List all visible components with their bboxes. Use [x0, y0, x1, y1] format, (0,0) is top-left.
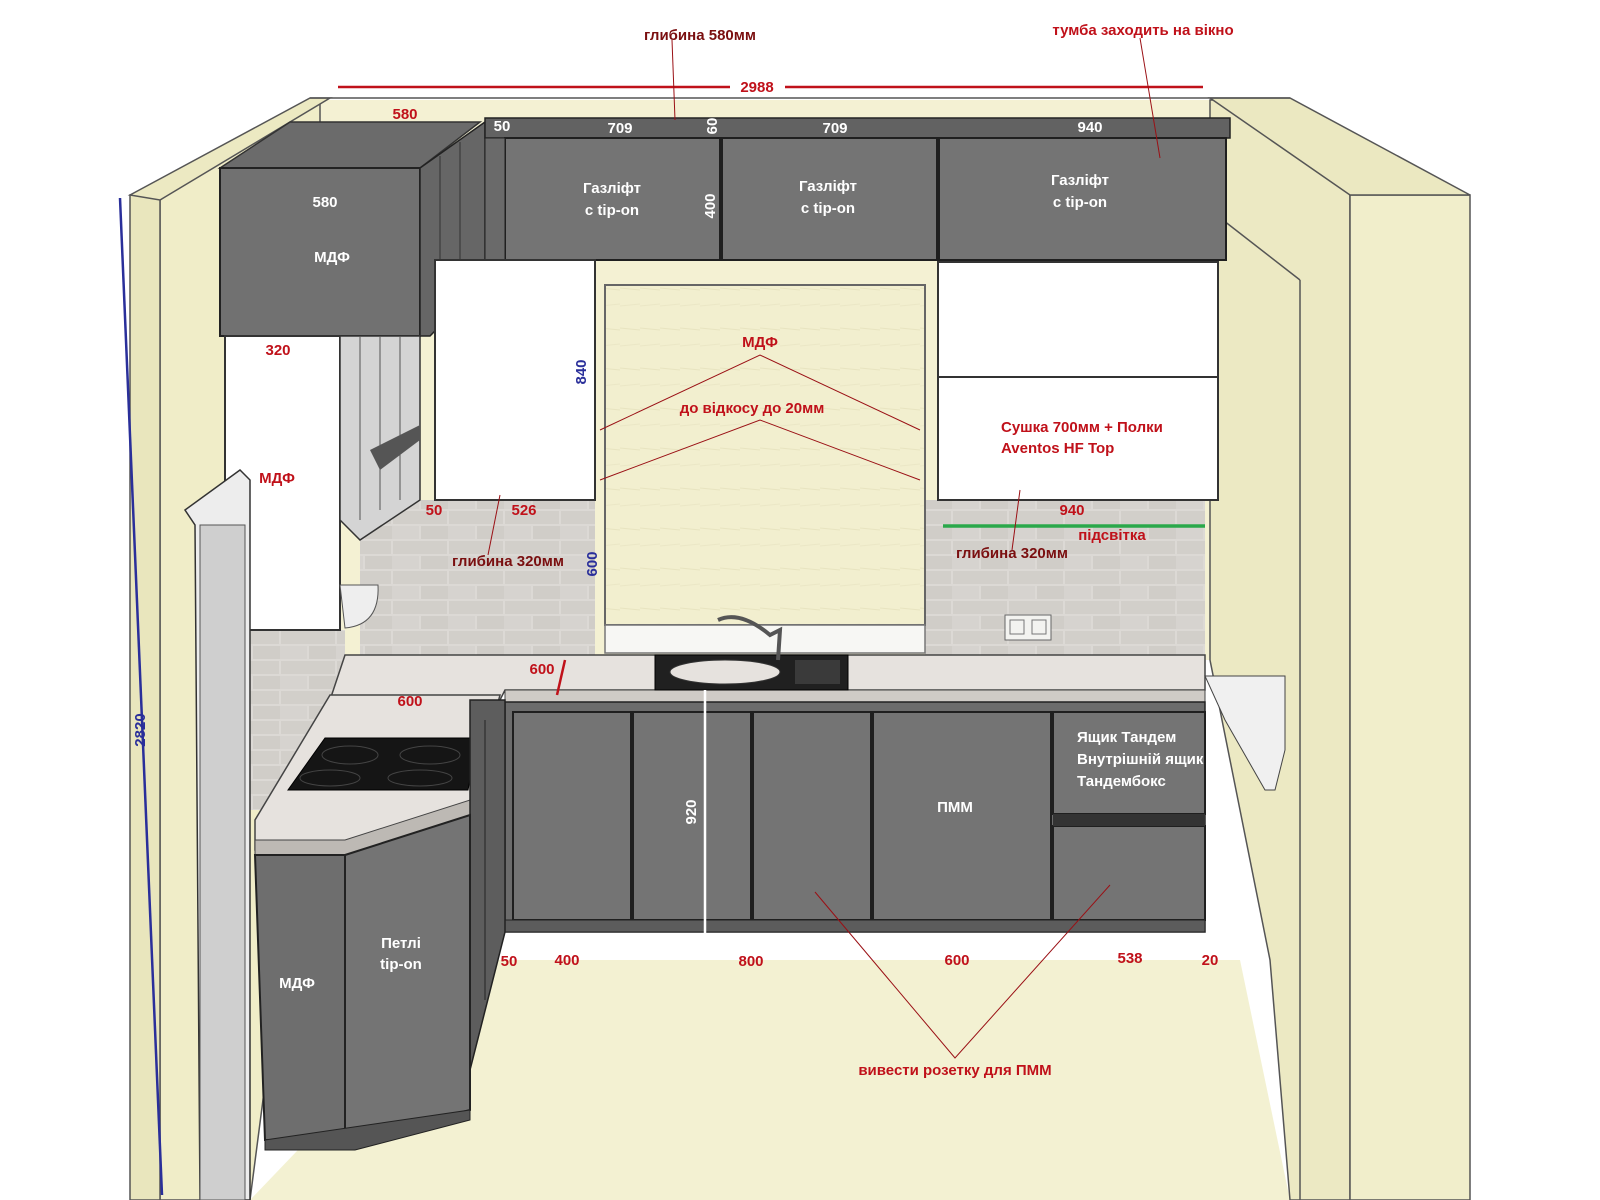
- gaslift-cab-2: [721, 137, 938, 261]
- base-door-dw: [872, 711, 1052, 921]
- base-drawer-top: [1052, 711, 1206, 815]
- dim-base-538: 538: [1117, 950, 1142, 967]
- height-line: [118, 197, 164, 1196]
- label-mdf-left-wall: МДФ: [259, 470, 295, 487]
- dim-top-60: 60: [704, 118, 721, 135]
- base-door-2: [632, 711, 752, 921]
- oven-column: [469, 699, 506, 1071]
- base-drawer-bottom: [1052, 825, 1206, 921]
- dim-top-709-a: 709: [607, 120, 632, 137]
- label-dishwasher: ПММ: [937, 799, 973, 816]
- slope-note: до відкосу до 20мм: [680, 400, 825, 417]
- upper-white-left: [434, 259, 596, 501]
- dim-top-580-b: 580: [312, 194, 337, 211]
- dim-upper-840: 840: [573, 359, 590, 384]
- tandem-line3: Тандембокс: [1077, 773, 1166, 790]
- tandem-line2: Внутрішній ящик: [1077, 751, 1204, 768]
- upper-cabinets: [217, 117, 1231, 631]
- depth-right-note: глибина 320мм: [956, 545, 1068, 562]
- dim-side-320: 320: [265, 342, 290, 359]
- dim-top-940: 940: [1077, 119, 1102, 136]
- countertop: [254, 615, 1286, 856]
- window: [604, 284, 926, 626]
- dim-base-20: 20: [1202, 952, 1219, 969]
- upper-band: [484, 117, 1231, 139]
- tile-left: [360, 500, 595, 655]
- dim-total-width: 2988: [740, 79, 773, 96]
- dim-counter-600-b: 600: [397, 693, 422, 710]
- dim-counter-600-a: 600: [529, 661, 554, 678]
- label-mdf-bottom: МДФ: [279, 975, 315, 992]
- depth-left-note: глибина 320мм: [452, 553, 564, 570]
- dryer-note-line2: Aventos HF Top: [1001, 440, 1114, 457]
- dim-upper-400: 400: [702, 193, 719, 218]
- hinges-line1: Петлі: [381, 935, 421, 952]
- dimension-lines: [118, 37, 1205, 1196]
- right-shelf: [1204, 675, 1286, 791]
- gaslift-3-line1: Газліфт: [1051, 172, 1109, 189]
- dim-mid-526: 526: [511, 502, 536, 519]
- counter-600-tick: [555, 659, 567, 696]
- dim-top-580-a: 580: [392, 106, 417, 123]
- dim-base-800: 800: [738, 953, 763, 970]
- dim-right-940: 940: [1059, 502, 1084, 519]
- dim-base-600: 600: [944, 952, 969, 969]
- dim-top-709-b: 709: [822, 120, 847, 137]
- tile-right: [925, 500, 1205, 655]
- dim-height-2820: 2820: [132, 713, 149, 746]
- socket-box: [1004, 614, 1052, 641]
- upper-white-right-top: [937, 261, 1219, 378]
- label-mdf-window: МДФ: [742, 334, 778, 351]
- lighting-note: підсвітка: [1078, 527, 1146, 544]
- gaslift-cab-1: [504, 137, 721, 261]
- cooktop: [287, 737, 479, 791]
- gaslift-1-line1: Газліфт: [583, 180, 641, 197]
- hinges-line2: tip-on: [380, 956, 422, 973]
- base-cabinets: [253, 699, 1206, 1151]
- dim-base-920: 920: [683, 799, 700, 824]
- gaslift-1-line2: с tip-on: [585, 202, 639, 219]
- base-door-3: [752, 711, 872, 921]
- left-base-2: [344, 813, 471, 1141]
- dim-base-50: 50: [501, 953, 518, 970]
- base-door-1: [512, 711, 632, 921]
- dim-base-400: 400: [554, 952, 579, 969]
- window-note: тумба заходить на вікно: [1052, 22, 1233, 39]
- socket-note: вивести розетку для ПММ: [858, 1062, 1051, 1079]
- gaslift-cab-3: [938, 137, 1227, 261]
- left-base-1: [253, 854, 346, 1141]
- gaslift-3-line2: с tip-on: [1053, 194, 1107, 211]
- upper-left-front: [219, 167, 421, 337]
- labels: глибина 580мм тумба заходить на вікно 29…: [132, 22, 1234, 1079]
- upper-white-right: [937, 376, 1219, 501]
- right-wall-outer: [1349, 194, 1471, 1200]
- depth-top-note: глибина 580мм: [644, 27, 756, 44]
- gaslift-2-line1: Газліфт: [799, 178, 857, 195]
- left-tall-unit: [183, 469, 251, 1200]
- gaslift-2-line2: с tip-on: [801, 200, 855, 217]
- dim-mid-50: 50: [426, 502, 443, 519]
- tandem-line1: Ящик Тандем: [1077, 729, 1176, 746]
- dim-mid-600: 600: [584, 551, 601, 576]
- label-mdf-top-left: МДФ: [314, 249, 350, 266]
- backsplash: [245, 284, 1205, 810]
- dim-top-50: 50: [494, 118, 511, 135]
- faucet: [717, 615, 783, 661]
- dryer-note-line1: Сушка 700мм + Полки: [1001, 419, 1163, 436]
- floor: [250, 960, 1290, 1200]
